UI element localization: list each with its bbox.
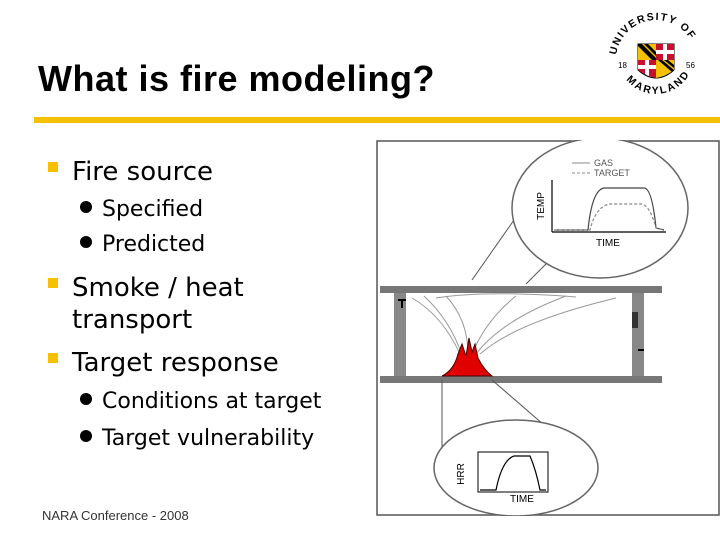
hrr-curve [480, 455, 546, 491]
sub-bullet-target-vulnerability: Target vulnerability [80, 425, 315, 453]
bullet-smoke-heat-transport: Smoke / heat transport [48, 272, 244, 336]
sub-bullet-text: Specified [102, 197, 204, 222]
round-bullet-icon [80, 393, 92, 405]
title-rule [34, 117, 720, 123]
top-graph-xlabel: TIME [596, 238, 620, 249]
round-bullet-icon [80, 201, 92, 213]
round-bullet-icon [80, 430, 92, 442]
floor-beam [380, 376, 662, 383]
top-graph-legend-target: TARGET [594, 168, 630, 178]
bottom-graph-plot-area [477, 451, 549, 493]
gas-temperature-curve [554, 187, 665, 231]
bottom-graph-xlabel: TIME [510, 494, 534, 505]
bottom-graph-ylabel: HRR [456, 463, 467, 485]
target-icon [632, 312, 638, 328]
page-title: What is fire modeling? [38, 58, 436, 99]
smoke-flow-lines [411, 293, 617, 356]
sub-bullet-specified: Specified [80, 196, 204, 224]
sub-bullet-text: Target vulnerability [102, 426, 315, 451]
seal-year-left: 18 [618, 61, 627, 70]
round-bullet-icon [80, 236, 92, 248]
top-graph-legend-gas: GAS [594, 158, 613, 168]
bottom-graph-callout: HRR TIME [433, 379, 599, 516]
maryland-flag-shield-icon [637, 43, 675, 79]
ceiling-beam [380, 286, 662, 293]
sub-bullet-text: Conditions at target [102, 389, 322, 414]
bullet-text-continuation: transport [72, 305, 193, 335]
left-wall [394, 293, 406, 376]
bullet-target-response: Target response [48, 347, 279, 379]
square-bullet-icon [48, 353, 58, 363]
left-sprinkler-icon [398, 299, 406, 308]
square-bullet-icon [48, 162, 58, 172]
top-graph-callout: GAS TARGET TEMP TIME [471, 140, 689, 285]
bullet-text: Smoke / heat [72, 273, 244, 303]
bullet-text: Fire source [72, 157, 214, 187]
footer-text: NARA Conference - 2008 [42, 508, 189, 523]
right-wall [632, 293, 644, 376]
sub-bullet-text: Predicted [102, 232, 206, 257]
bullet-fire-source: Fire source [48, 156, 214, 188]
fire-plume [441, 337, 494, 377]
sub-bullet-conditions-at-target: Conditions at target [80, 388, 322, 416]
fire-icon [441, 337, 494, 377]
bullet-text: Target response [72, 348, 279, 378]
room-structure [380, 286, 662, 383]
target-temperature-curve [554, 203, 665, 231]
top-graph-ellipse [511, 140, 689, 279]
square-bullet-icon [48, 278, 58, 288]
university-seal-logo: UNIVERSITY OF MARYLAND 18 56 [607, 11, 697, 97]
top-graph-ylabel: TEMP [536, 192, 547, 220]
sub-bullet-predicted: Predicted [80, 231, 206, 259]
fire-model-diagram: GAS TARGET TEMP TIME HRR TIME [376, 140, 720, 516]
seal-year-right: 56 [686, 61, 695, 70]
